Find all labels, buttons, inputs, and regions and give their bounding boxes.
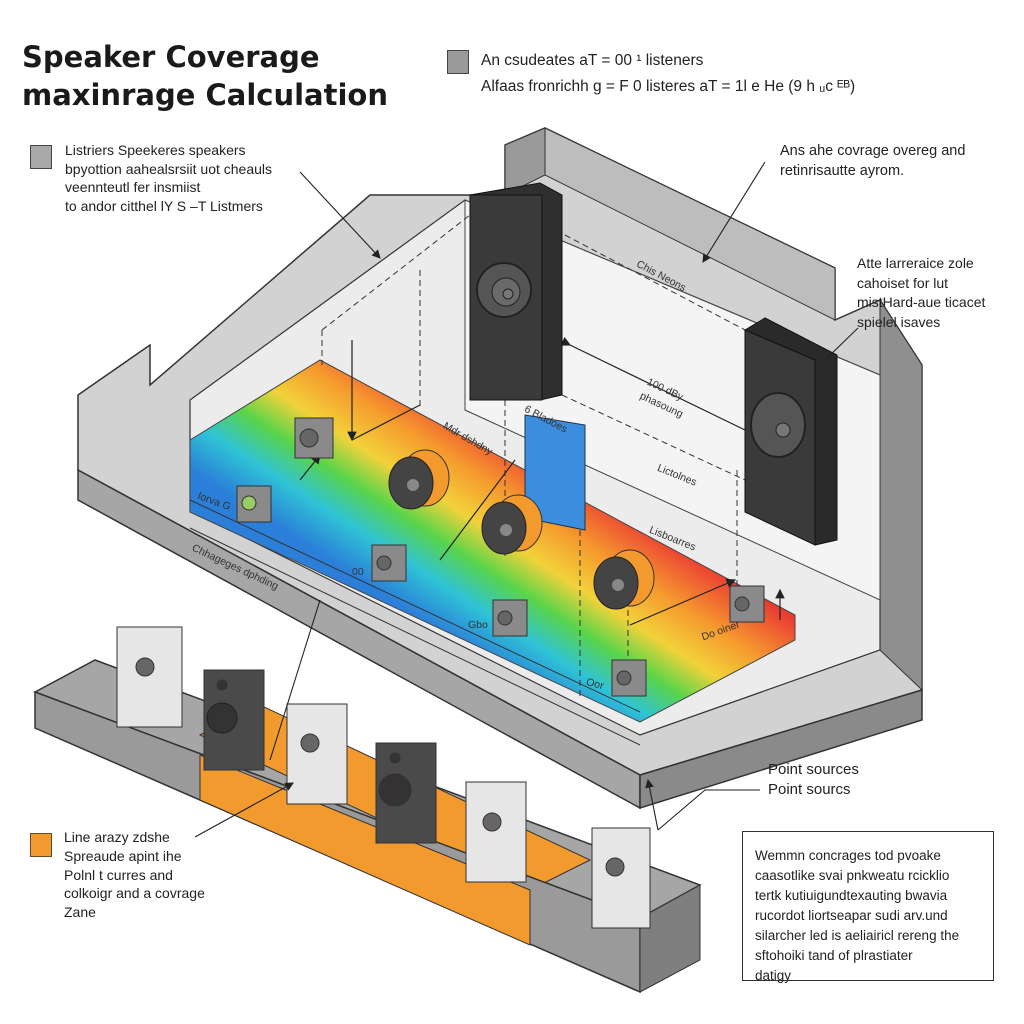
drum-speaker: [388, 449, 450, 510]
legend-swatch-gray: [447, 50, 469, 74]
note-line: retinrisautte ayrom.: [780, 163, 905, 179]
title-line-1: Speaker Coverage: [22, 40, 320, 74]
listener-cubes: [236, 417, 765, 697]
legend-line-2: Alfaas fronrichh g = F 0 listeres aT = 1…: [481, 78, 856, 95]
note-line: Zane: [64, 904, 96, 921]
cabinet-white: [286, 703, 348, 805]
description-line: caasotlike svai pnkweatu rcicklio: [755, 868, 950, 883]
room-right-wall: [879, 298, 923, 692]
note-line: spielel isaves: [857, 313, 941, 330]
title-line-2: maxinrage Calculation: [22, 78, 388, 112]
description-line: tertk kutiuigundtexauting bwavia: [755, 888, 948, 903]
description-line: datigy: [755, 968, 792, 983]
note-line: cahoiset for lut: [857, 274, 949, 291]
description-box: Wemmn concrages tod pvoake caasotlike sv…: [742, 831, 994, 983]
point-sources-label-1: Point sources: [768, 761, 859, 778]
leader-lines: [194, 161, 859, 838]
listener-cube: [729, 585, 765, 623]
cabinet-dark: [203, 669, 265, 771]
note-line: Atte larreraice zole: [857, 255, 974, 271]
description-line: rucordot liortseapar sudi arv.und: [755, 908, 948, 923]
note-line: bpyottion aahealsrsiit uot cheauls: [65, 160, 273, 177]
note-line: Polnl t curres and: [64, 866, 173, 883]
point-sources-label-2: Point sourcs: [768, 781, 851, 798]
coverage-speakers: [388, 449, 655, 610]
note-line: Spreaude apint ihe: [64, 847, 182, 864]
tower-speaker-right: [744, 317, 838, 546]
absorber-panel: [524, 414, 586, 531]
room-slab-side: [639, 688, 923, 810]
floor-label: 00: [352, 566, 364, 578]
line-array-legend: Line arazy zdshe Spreaude apint ihe Poln…: [64, 828, 205, 922]
note-line: Ans ahe covrage overeg and: [780, 143, 966, 159]
note-line: mistHard-aue ticacet: [857, 294, 986, 310]
note-mid-right: Atte larreraice zole cahoiset for lut mi…: [857, 254, 985, 332]
tower-speaker-left: [469, 182, 563, 401]
line-array-bar-end: [639, 884, 701, 993]
note-left-swatch: [30, 145, 52, 169]
measurement-lines: [299, 337, 785, 626]
cabinet-white: [465, 781, 527, 883]
listener-cube: [294, 417, 334, 459]
note-line: veennteutl fer insmiist: [65, 179, 201, 195]
drum-speaker: [481, 494, 543, 555]
note-top-right: Ans ahe covrage overeg and retinrisautte…: [780, 141, 965, 181]
point-source-cabinets: [116, 626, 651, 929]
cabinet-white: [116, 626, 183, 728]
line-array-swatch: [30, 833, 52, 857]
listener-cube: [611, 659, 647, 697]
description-line: sftohoiki tand of plrastiater: [755, 948, 913, 963]
note-line: to andor citthel lY S –T Listmers: [65, 197, 263, 214]
description-line: Wemmn concrages tod pvoake: [755, 848, 941, 863]
note-line: Listriers Speekeres speakers: [65, 142, 246, 158]
note-line: colkoigr and a covrage: [64, 885, 205, 902]
note-left: Listriers Speekeres speakers bpyottion a…: [65, 141, 272, 215]
room-back-wall-right: [544, 127, 836, 321]
listener-cube: [371, 544, 407, 582]
drum-speaker: [593, 549, 655, 610]
description-line: silarcher led is aeliairicl rereng the: [755, 928, 960, 943]
cabinet-dark: [375, 742, 437, 844]
listener-cube: [236, 485, 272, 523]
note-line: Line arazy zdshe: [64, 829, 170, 845]
line-array-orange-front: [199, 754, 531, 946]
listener-cube: [492, 599, 528, 637]
legend-line-1: An csudeates aT = 00 ¹ listeners: [481, 52, 704, 69]
floor-label: Gbo: [468, 619, 488, 631]
cabinet-white: [591, 827, 651, 929]
